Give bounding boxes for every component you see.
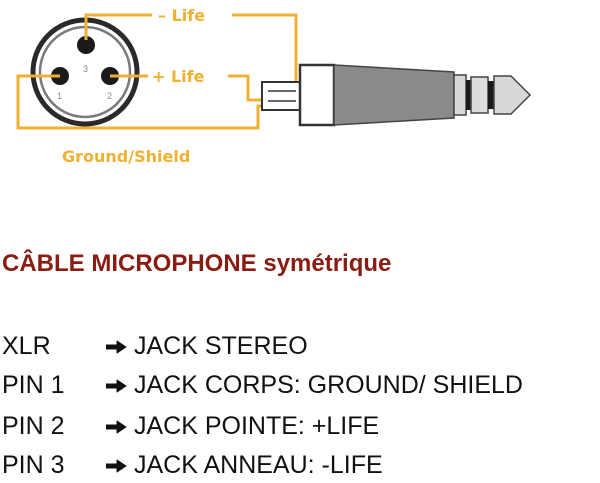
xlr-to-jack-wiring-diagram: 3 1 2 – Life + Life Ground/Shield — [16, 6, 532, 166]
right-arrow-icon — [106, 340, 127, 354]
ground-shield-label: Ground/Shield — [62, 147, 190, 166]
mapping-right-label: JACK CORPS: GROUND/ SHIELD — [134, 371, 523, 399]
minus-life-label: – Life — [158, 6, 205, 25]
mapping-left-label: PIN 2 — [2, 412, 65, 440]
mapping-right-label: JACK POINTE: +LIFE — [134, 412, 380, 440]
cable-title-suffix: symétrique — [263, 250, 392, 277]
plus-life-label: + Life — [152, 67, 205, 86]
pin-number-1: 1 — [57, 91, 62, 101]
mapping-row-pin2: PIN 2 JACK POINTE: +LIFE — [2, 408, 600, 444]
mapping-row-pin3: PIN 3 JACK ANNEAU: -LIFE — [2, 447, 600, 483]
xlr-connector-face: 3 1 2 — [30, 17, 140, 127]
mapping-left-label: XLR — [2, 332, 51, 360]
pin-number-2: 2 — [107, 91, 112, 101]
mapping-left-label: PIN 1 — [2, 371, 65, 399]
mapping-left-label: PIN 3 — [2, 451, 65, 479]
mapping-right-label: JACK ANNEAU: -LIFE — [134, 451, 383, 479]
mapping-row-header: XLR JACK STEREO — [2, 328, 600, 364]
pin-number-3: 3 — [83, 64, 88, 74]
right-arrow-icon — [106, 420, 127, 434]
cable-title-main: CÂBLE MICROPHONE — [2, 250, 257, 277]
mapping-right-label: JACK STEREO — [134, 332, 308, 360]
wire-ground-shield — [16, 74, 266, 130]
jack-plug — [261, 63, 532, 127]
right-arrow-icon — [106, 459, 127, 473]
cable-title: CÂBLE MICROPHONE symétrique — [2, 249, 391, 279]
right-arrow-icon — [106, 379, 127, 393]
mapping-row-pin1: PIN 1 JACK CORPS: GROUND/ SHIELD — [2, 367, 600, 403]
xlr-pin-3 — [77, 36, 95, 54]
wire-minus-life — [84, 13, 152, 40]
